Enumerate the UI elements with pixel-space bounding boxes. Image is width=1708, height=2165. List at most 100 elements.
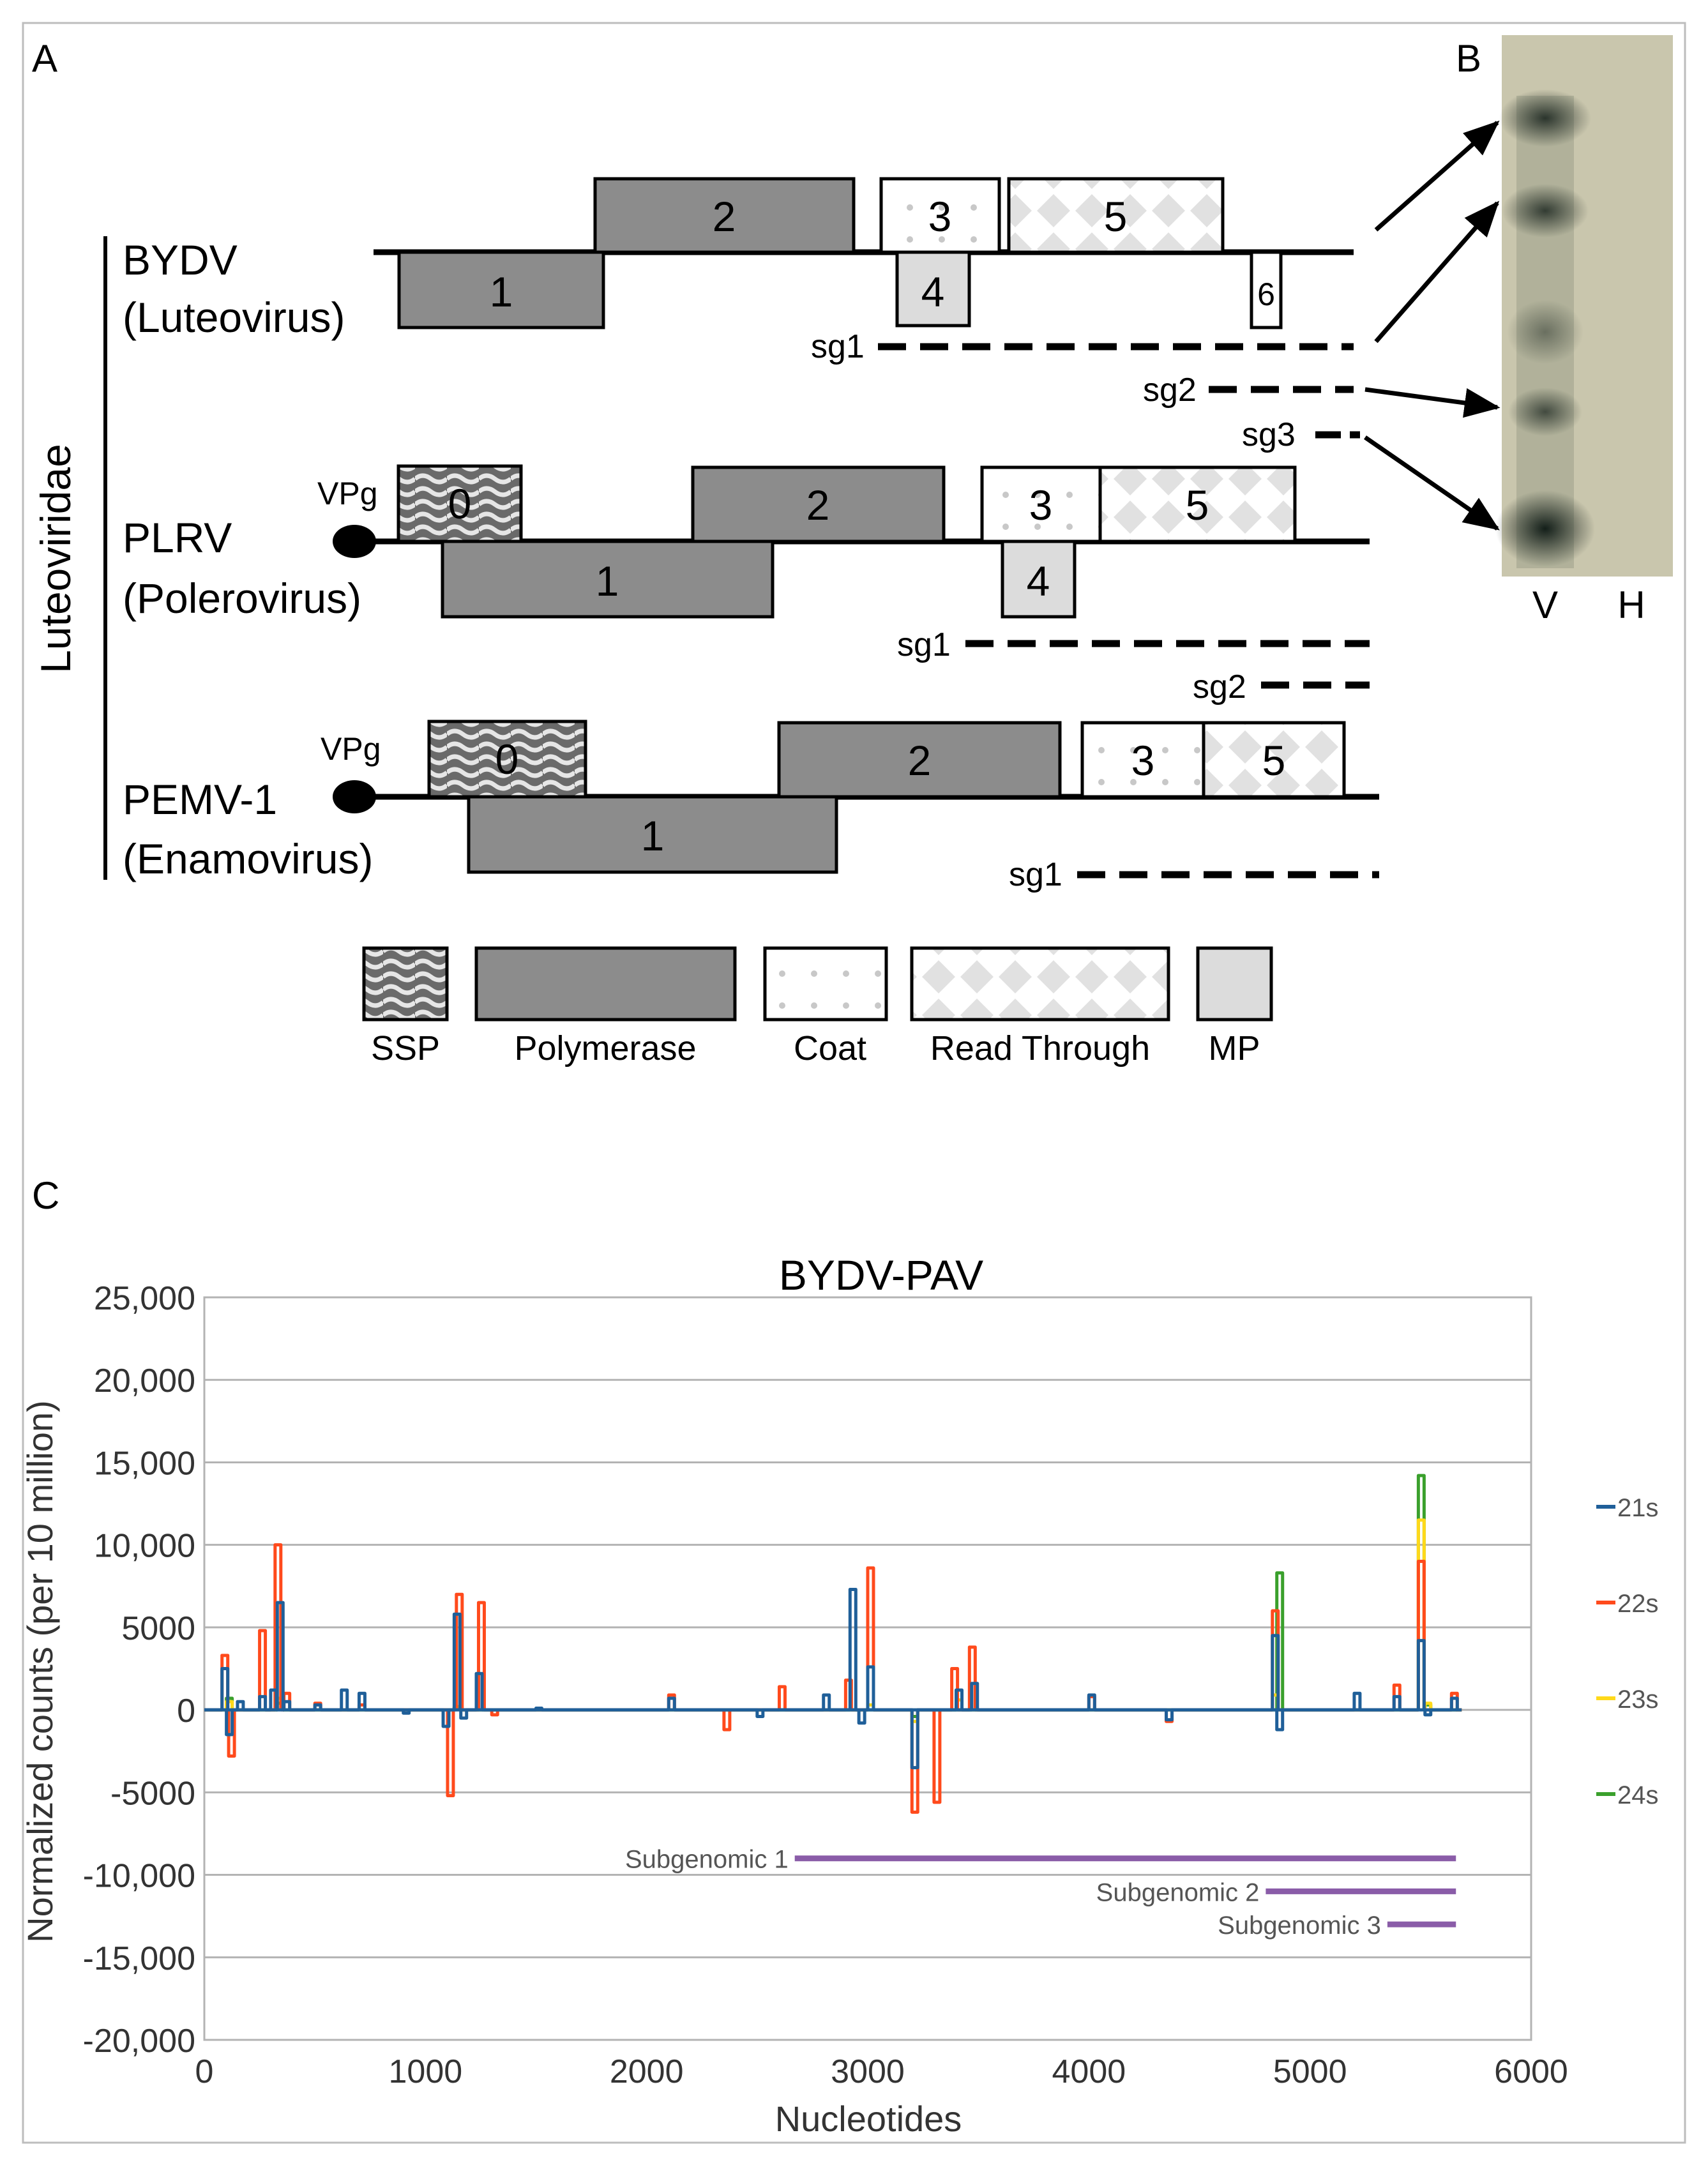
svg-text:1: 1 bbox=[641, 812, 665, 859]
x-tick-label: 3000 bbox=[831, 2053, 905, 2090]
orf-1-pemv1: 1 bbox=[467, 795, 838, 874]
subgenomic-annotations: Subgenomic 1 Subgenomic 2 Subgenomic 3 bbox=[625, 1846, 1456, 1940]
y-tick-label: -10,000 bbox=[83, 1858, 195, 1895]
y-tick-label: 25,000 bbox=[94, 1280, 195, 1317]
svg-text:0: 0 bbox=[495, 735, 519, 783]
x-tick-label: 0 bbox=[195, 2053, 214, 2090]
panel-label-c: C bbox=[32, 1174, 59, 1217]
x-tick-label: 2000 bbox=[610, 2053, 684, 2090]
svg-text:3: 3 bbox=[1131, 737, 1155, 784]
orf-1-plrv: 1 bbox=[441, 539, 775, 619]
y-tick-label: 15,000 bbox=[94, 1445, 195, 1482]
svg-text:4: 4 bbox=[921, 268, 945, 315]
legend-label-24s: 24s bbox=[1617, 1781, 1659, 1809]
vpg-label-pemv1: VPg bbox=[321, 731, 381, 767]
x-tick-label: 5000 bbox=[1273, 2053, 1347, 2090]
orf-5-plrv: 5 bbox=[1098, 465, 1297, 543]
y-tick-label: 0 bbox=[177, 1693, 195, 1730]
y-tick-label: -5000 bbox=[110, 1775, 195, 1812]
sg1-label-bydv: sg1 bbox=[811, 328, 865, 365]
legend-mp: MP bbox=[1196, 946, 1273, 1067]
svg-text:MP: MP bbox=[1209, 1029, 1260, 1067]
y-tick-labels: 25,000 20,000 15,000 10,000 5000 0 -5000 -10,00… bbox=[83, 1280, 195, 2060]
sg2-label-plrv: sg2 bbox=[1193, 668, 1246, 705]
y-tick-label: -15,000 bbox=[83, 1940, 195, 1977]
x-tick-labels: 0 1000 2000 3000 4000 5000 6000 bbox=[195, 2053, 1568, 2090]
orf-5-pemv1: 5 bbox=[1202, 721, 1346, 799]
virus-name-bydv: BYDV bbox=[123, 236, 238, 283]
virus-genus-pemv1: (Enamovirus) bbox=[123, 835, 373, 882]
vpg-dot-pemv1 bbox=[333, 780, 376, 813]
blot-bands bbox=[1495, 89, 1595, 568]
panel-label-a: A bbox=[32, 37, 57, 80]
figure-border bbox=[22, 22, 1686, 2144]
svg-text:1: 1 bbox=[596, 557, 619, 605]
svg-text:Polymerase: Polymerase bbox=[514, 1029, 696, 1067]
orf-6-bydv: 6 bbox=[1250, 250, 1283, 329]
svg-text:2: 2 bbox=[908, 737, 932, 784]
orf-0-plrv: 0 bbox=[397, 464, 523, 543]
svg-text:2: 2 bbox=[806, 481, 830, 529]
svg-text:1: 1 bbox=[490, 268, 513, 315]
panel-label-b: B bbox=[1456, 37, 1481, 80]
orf-3-bydv: 3 bbox=[879, 177, 1001, 254]
x-tick-label: 4000 bbox=[1052, 2053, 1126, 2090]
orf-0-pemv1: 0 bbox=[427, 720, 587, 799]
blot-lane-v: V bbox=[1532, 584, 1558, 626]
y-axis-label: Normalized counts (per 10 million) bbox=[20, 1400, 60, 1943]
svg-text:SSP: SSP bbox=[371, 1029, 440, 1067]
orf-1-bydv: 1 bbox=[397, 250, 605, 329]
y-tick-label: 5000 bbox=[121, 1610, 195, 1647]
svg-text:5: 5 bbox=[1104, 193, 1128, 240]
legend-read-through: Read Through bbox=[910, 946, 1170, 1067]
svg-text:5: 5 bbox=[1262, 737, 1286, 784]
subgenomic-label-1: Subgenomic 1 bbox=[625, 1846, 789, 1874]
orf-3-plrv: 3 bbox=[980, 465, 1102, 543]
legend-label-21s: 21s bbox=[1617, 1494, 1659, 1522]
svg-text:3: 3 bbox=[928, 193, 952, 240]
virus-genus-plrv: (Polerovirus) bbox=[123, 575, 361, 622]
orf-4-bydv: 4 bbox=[895, 250, 971, 328]
subgenomic-label-2: Subgenomic 2 bbox=[1096, 1878, 1260, 1906]
y-tick-label: 10,000 bbox=[94, 1528, 195, 1565]
orf-5-bydv: 5 bbox=[1007, 177, 1225, 254]
svg-text:0: 0 bbox=[448, 480, 472, 527]
sg1-label-plrv: sg1 bbox=[897, 626, 951, 663]
x-tick-label: 1000 bbox=[388, 2053, 462, 2090]
svg-text:4: 4 bbox=[1027, 557, 1050, 605]
orf-2-bydv: 2 bbox=[593, 177, 856, 254]
x-axis-label: Nucleotides bbox=[775, 2099, 962, 2139]
svg-text:Read Through: Read Through bbox=[930, 1029, 1150, 1067]
svg-text:6: 6 bbox=[1257, 276, 1275, 312]
x-tick-label: 6000 bbox=[1494, 2053, 1568, 2090]
svg-text:3: 3 bbox=[1029, 481, 1053, 529]
blot-lane-h: H bbox=[1617, 584, 1645, 626]
sg1-label-pemv1: sg1 bbox=[1009, 856, 1062, 893]
svg-text:2: 2 bbox=[713, 193, 736, 240]
chart-title: BYDV-PAV bbox=[779, 1251, 983, 1299]
series-lines bbox=[204, 1474, 1462, 1814]
legend-label-23s: 23s bbox=[1617, 1686, 1659, 1714]
blot-arrows bbox=[1364, 120, 1500, 531]
y-tick-label: -20,000 bbox=[83, 2023, 195, 2060]
orf-3-pemv1: 3 bbox=[1080, 721, 1205, 799]
svg-text:5: 5 bbox=[1186, 481, 1209, 529]
subgenomic-label-3: Subgenomic 3 bbox=[1218, 1912, 1381, 1940]
sg3-label-bydv: sg3 bbox=[1242, 416, 1296, 453]
virus-name-pemv1: PEMV-1 bbox=[123, 776, 277, 823]
plot-area-border bbox=[203, 1296, 1532, 2041]
legend-coat: Coat bbox=[763, 946, 888, 1067]
legend-polymerase: Polymerase bbox=[474, 946, 737, 1067]
orf-4-plrv: 4 bbox=[1001, 539, 1077, 619]
virus-name-plrv: PLRV bbox=[123, 514, 232, 561]
vpg-dot-plrv bbox=[333, 525, 376, 558]
vpg-label-plrv: VPg bbox=[317, 476, 378, 511]
legend-ssp: SSP bbox=[362, 946, 449, 1067]
y-tick-label: 20,000 bbox=[94, 1362, 195, 1399]
orf-2-plrv: 2 bbox=[691, 465, 946, 543]
family-label: Luteoviridae bbox=[32, 444, 79, 674]
sg2-label-bydv: sg2 bbox=[1143, 372, 1197, 409]
virus-genus-bydv: (Luteovirus) bbox=[123, 294, 345, 341]
